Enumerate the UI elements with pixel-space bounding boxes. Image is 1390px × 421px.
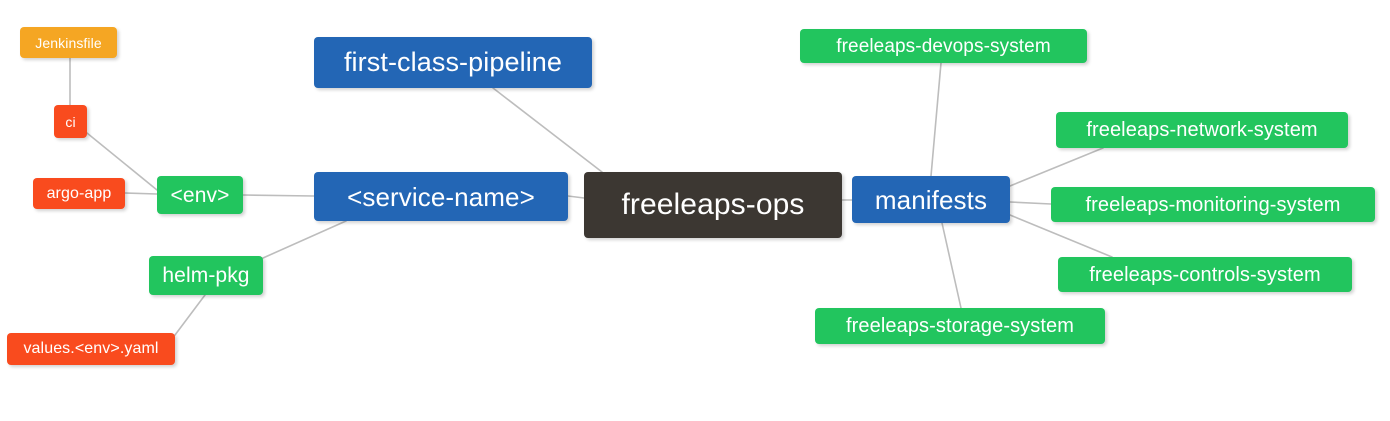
node-label-env: <env> [170, 183, 230, 207]
edge-argo-app-to-env [124, 192, 158, 195]
node-label-values-yaml: values.<env>.yaml [23, 340, 159, 357]
node-controls-system[interactable]: freeleaps-controls-system [1058, 257, 1352, 292]
node-ci[interactable]: ci [54, 105, 87, 138]
node-values-yaml[interactable]: values.<env>.yaml [7, 333, 175, 365]
node-argo-app[interactable]: argo-app [33, 178, 125, 209]
edge-manifests-to-network-system [1009, 147, 1104, 187]
node-first-class-pipeline[interactable]: first-class-pipeline [314, 37, 592, 88]
node-label-controls-system: freeleaps-controls-system [1089, 263, 1321, 286]
node-label-argo-app: argo-app [46, 184, 112, 202]
node-label-monitoring-system: freeleaps-monitoring-system [1085, 193, 1341, 216]
node-label-manifests: manifests [874, 184, 988, 215]
node-label-service-name: <service-name> [347, 181, 535, 212]
edge-first-class-pipeline-to-freeleaps-ops [492, 87, 603, 173]
node-label-devops-system: freeleaps-devops-system [836, 35, 1051, 57]
node-jenkinsfile[interactable]: Jenkinsfile [20, 27, 117, 58]
edge-helm-pkg-to-service-name [262, 220, 347, 259]
edge-values-yaml-to-helm-pkg [174, 294, 206, 336]
node-env[interactable]: <env> [157, 176, 243, 214]
edge-manifests-to-monitoring-system [1009, 201, 1052, 205]
node-label-freeleaps-ops: freeleaps-ops [621, 188, 805, 221]
node-devops-system[interactable]: freeleaps-devops-system [800, 29, 1087, 63]
node-label-helm-pkg: helm-pkg [162, 264, 250, 287]
node-service-name[interactable]: <service-name> [314, 172, 568, 221]
node-label-ci: ci [65, 113, 76, 130]
edge-service-name-to-freeleaps-ops [567, 195, 585, 199]
edge-env-to-service-name [242, 194, 315, 197]
node-monitoring-system[interactable]: freeleaps-monitoring-system [1051, 187, 1375, 222]
edge-manifests-to-storage-system [941, 222, 962, 309]
node-storage-system[interactable]: freeleaps-storage-system [815, 308, 1105, 344]
node-helm-pkg[interactable]: helm-pkg [149, 256, 263, 295]
node-network-system[interactable]: freeleaps-network-system [1056, 112, 1348, 148]
node-freeleaps-ops[interactable]: freeleaps-ops [584, 172, 842, 238]
edge-manifests-to-devops-system [930, 62, 942, 177]
node-label-storage-system: freeleaps-storage-system [845, 315, 1075, 337]
node-label-jenkinsfile: Jenkinsfile [35, 34, 102, 51]
node-label-first-class-pipeline: first-class-pipeline [343, 47, 563, 77]
node-manifests[interactable]: manifests [852, 176, 1010, 223]
node-label-network-system: freeleaps-network-system [1086, 119, 1318, 141]
